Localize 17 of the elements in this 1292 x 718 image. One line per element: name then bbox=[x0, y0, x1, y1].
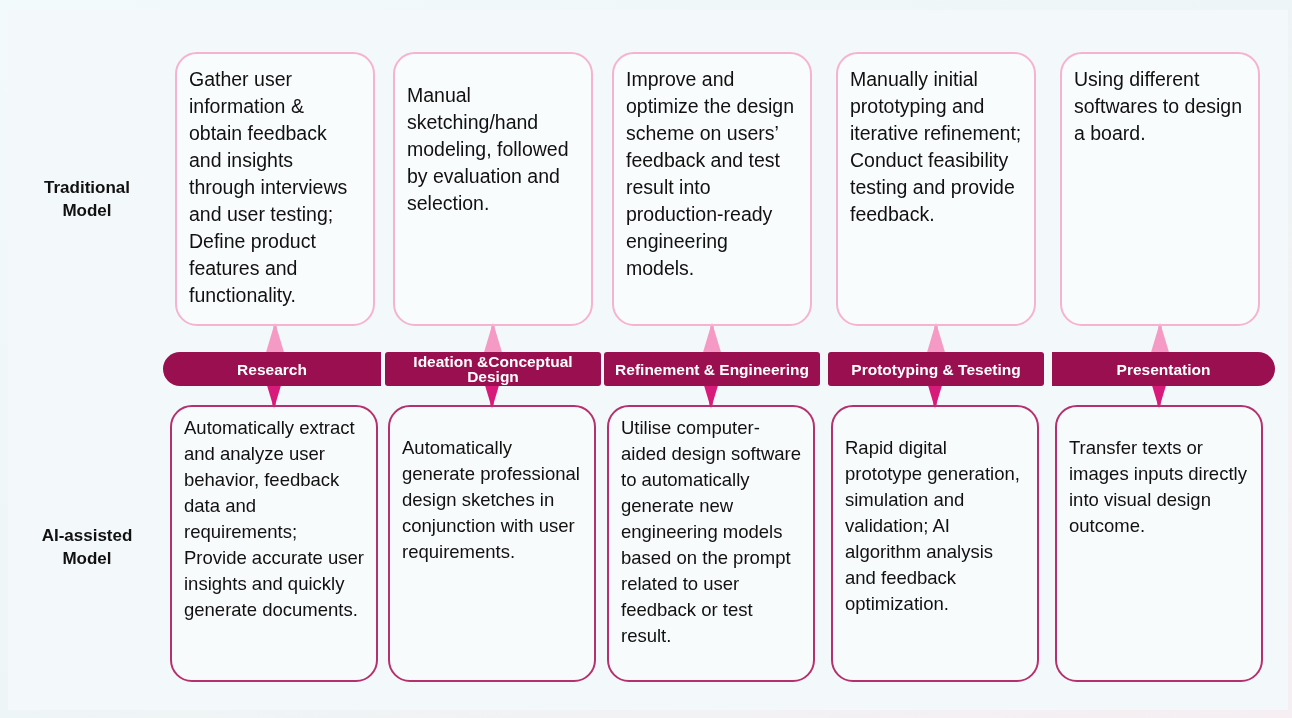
description-box: Transfer texts or images inputs directly into visual design outcome. bbox=[1055, 405, 1263, 682]
description-box: Improve and optimize the design scheme on users’ feedback and test result into production-ready engineering models. bbox=[612, 52, 812, 326]
stage-banner: Ideation &Conceptual Design bbox=[385, 352, 601, 386]
row-label: AI-assisted Model bbox=[40, 525, 134, 570]
description-box: Gather user information & obtain feedback and insights through interviews and user testing; Define product features and functionality. bbox=[175, 52, 375, 326]
stage-banner: Presentation bbox=[1052, 352, 1275, 386]
description-box: Utilise computer-aided design software to automatically generate new engineering models based on the prompt related to user feedback or test result. bbox=[607, 405, 815, 682]
description-box: Automatically extract and analyze user behavior, feedback data and requirements; Provide accurate user insights and quickly generate documents. bbox=[170, 405, 378, 682]
description-box: Manual sketching/hand modeling, followed by evaluation and selection. bbox=[393, 52, 593, 326]
stage-banner: Prototyping & Teseting bbox=[828, 352, 1044, 386]
stage-banner: Research bbox=[163, 352, 381, 386]
description-box: Automatically generate professional design sketches in conjunction with user requirements. bbox=[388, 405, 596, 682]
row-label: Traditional Model bbox=[43, 177, 131, 222]
description-box: Using different softwares to design a board. bbox=[1060, 52, 1260, 326]
stage-banner: Refinement & Engineering bbox=[604, 352, 820, 386]
description-box: Rapid digital prototype generation, simulation and validation; AI algorithm analysis and feedback optimization. bbox=[831, 405, 1039, 682]
description-box: Manually initial prototyping and iterative refinement; Conduct feasibility testing and provide feedback. bbox=[836, 52, 1036, 326]
